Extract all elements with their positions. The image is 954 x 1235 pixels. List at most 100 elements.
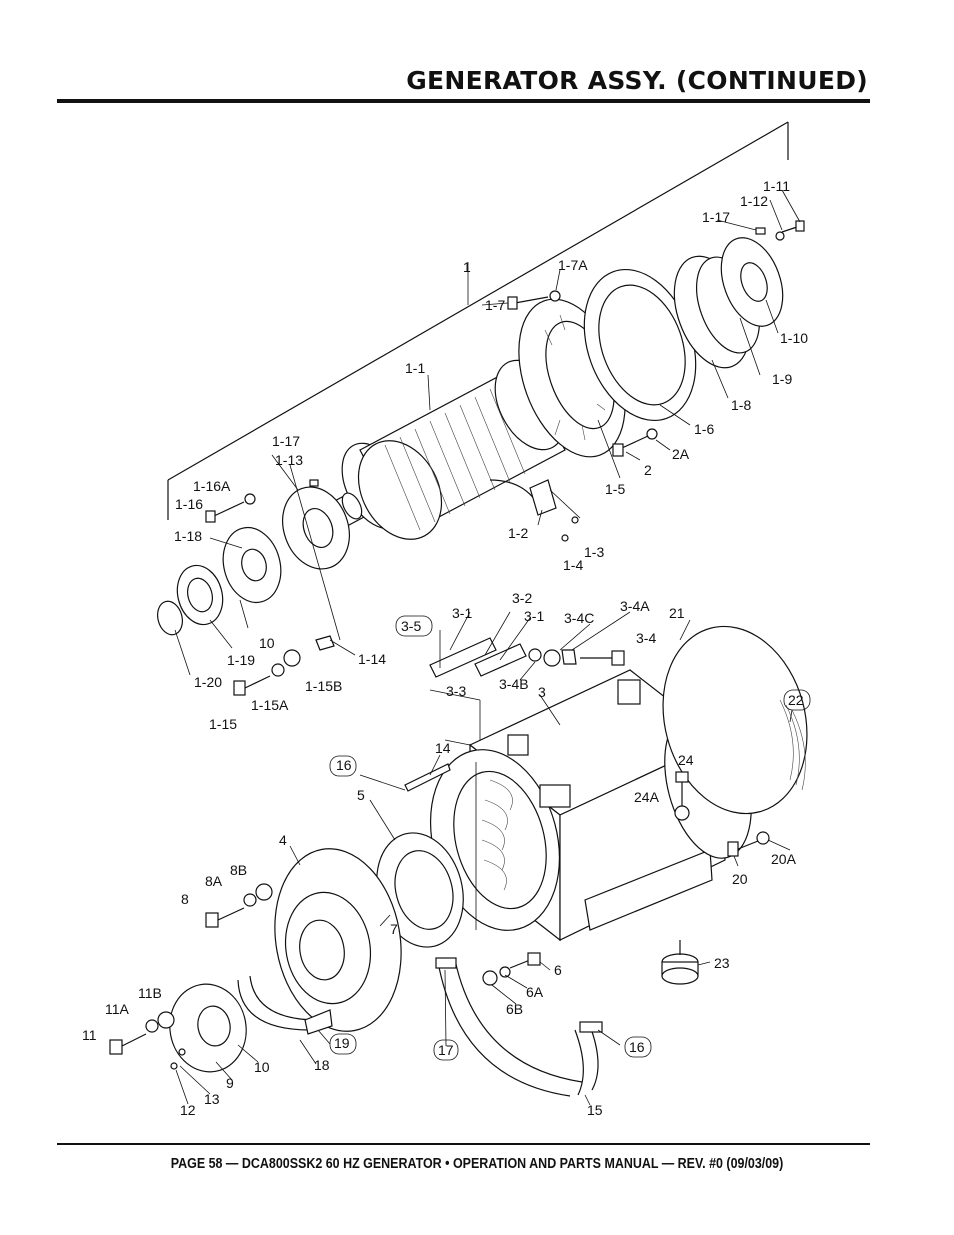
bar-icon [404,763,451,792]
callout-label: 1-6 [694,421,714,437]
callout-label: 11A [105,1001,130,1017]
end-bell-icon [282,479,350,570]
callout-label: 1-17 [702,209,730,225]
callout-label: 1-8 [731,397,751,413]
callout-label: 13 [204,1091,220,1107]
callout-label: 1-14 [358,651,386,667]
bearing-cover-icon [222,526,282,604]
callout-label: 19 [334,1035,350,1051]
callout-label: 3-1 [524,608,544,624]
callout-label: 6 [554,962,562,978]
callout-label: 1 [463,259,471,275]
callout-label: 3-5 [401,618,421,634]
callout-label: 1-9 [772,371,792,387]
callout-label: 1-10 [780,330,808,346]
callout-label: 23 [714,955,730,971]
adapter-ring-icon [583,268,697,422]
bolt-icon [507,220,805,457]
terminal-plate-icon [429,637,625,678]
callout-label: 14 [435,740,451,756]
callout-label: 8 [181,891,189,907]
callout-label: 1-12 [740,193,768,209]
callout-label: 6B [506,1001,523,1017]
callout-labels: 1 1-1 1-2 1-3 1-4 1-5 1-6 1-7 1-7A 1-8 1… [82,178,808,1118]
callout-label: 3 [538,684,546,700]
callout-label: 8B [230,862,247,878]
callout-label: 3-2 [512,590,532,606]
bearing-icon [176,564,224,626]
bolt-icon [205,883,273,928]
callout-label: 24A [634,789,660,805]
callout-label: 1-5 [605,481,625,497]
callout-frames [329,615,811,1061]
callout-label: 17 [438,1042,454,1058]
bolt-icon [109,1011,186,1070]
header-rule [57,99,870,103]
callout-label: 2A [672,446,690,462]
callout-label: 16 [629,1039,645,1055]
callout-label: 18 [314,1057,330,1073]
callout-label: 3-4C [564,610,594,626]
vibration-mount-icon [661,940,699,985]
screen-band-icon [237,957,603,1097]
callout-label: 1-13 [275,452,303,468]
callout-label: 3-3 [446,683,466,699]
end-bracket-icon [274,848,402,1032]
page-footer: PAGE 58 — DCA800SSK2 60 HZ GENERATOR • O… [170,1156,784,1172]
callout-label: 4 [279,832,287,848]
callout-label: 1-15 [209,716,237,732]
callout-label: 9 [226,1075,234,1091]
snap-ring-icon [157,600,183,636]
callout-label: 1-3 [584,544,604,560]
callout-label: 6A [526,984,544,1000]
bracket-icon [529,479,581,542]
callout-label: 7 [390,921,398,937]
bolt-icon [482,952,541,986]
bolt-icon [674,771,690,821]
callout-label: 8A [205,873,223,889]
callout-label: 1-15B [305,678,342,694]
callout-label: 3-1 [452,605,472,621]
callout-label: 1-18 [174,528,202,544]
callout-label: 24 [678,752,694,768]
callout-label: 11 [82,1027,97,1043]
bolt-icon [727,831,770,857]
callout-label: 1-20 [194,674,222,690]
leader-lines [174,189,801,1106]
page-title: GENERATOR ASSY. (CONTINUED) [406,66,868,95]
callout-label: 1-17 [272,433,300,449]
footer-rule [57,1143,870,1145]
callout-label: 21 [669,605,685,621]
callout-label: 3-4B [499,676,529,692]
bolt-icon [205,493,256,523]
callout-label: 2 [644,462,652,478]
callout-label: 5 [357,787,365,803]
callout-label: 1-2 [508,525,528,541]
callout-label: 1-16A [193,478,231,494]
callout-label: 1-7A [558,257,588,273]
callout-label: 15 [587,1102,603,1118]
callout-label: 3-4 [636,630,656,646]
callout-label: 11B [138,985,162,1001]
assembly-bracket [167,121,789,520]
callout-label: 20A [771,851,797,867]
exciter-icon [376,832,464,948]
callout-label: 1-15A [251,697,289,713]
callout-label: 10 [254,1059,270,1075]
callout-label: 20 [732,871,748,887]
callout-label: 1-11 [763,178,790,194]
callout-label: 16 [336,757,352,773]
rotor-icon [325,359,566,540]
callout-label: 3-4A [620,598,650,614]
screen-cover-icon [662,625,808,815]
callout-label: 1-4 [563,557,583,573]
bolt-icon [233,635,335,696]
callout-label: 10 [259,635,275,651]
callout-label: 1-16 [175,496,203,512]
bearing-cap-icon [169,983,247,1073]
callout-label: 22 [788,692,804,708]
callout-label: 1-7 [485,297,505,313]
callout-label: 1-19 [227,652,255,668]
callout-label: 1-1 [405,360,425,376]
